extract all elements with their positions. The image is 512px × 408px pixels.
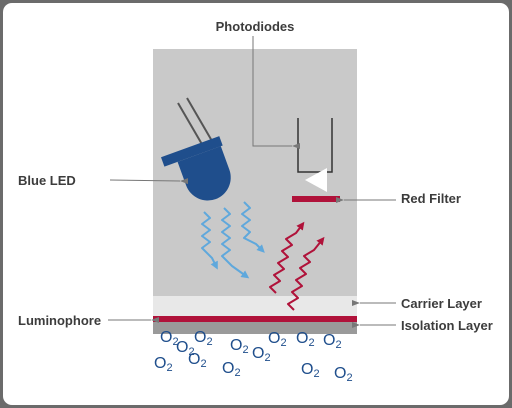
oxygen-molecule: O2 — [188, 351, 207, 370]
oxygen-molecule: O2 — [194, 329, 213, 348]
isolation-layer — [153, 322, 357, 334]
blue-light-waves — [201, 201, 265, 279]
label-red-filter: Red Filter — [401, 191, 461, 206]
oxygen-molecule: O2 — [252, 345, 271, 364]
red-light-waves — [269, 221, 325, 311]
label-blue-led: Blue LED — [18, 173, 76, 188]
carrier-layer — [153, 296, 357, 316]
oxygen-molecule: O2 — [296, 330, 315, 349]
leader-lines — [108, 36, 396, 328]
oxygen-molecule: O2 — [222, 360, 241, 379]
label-carrier-layer: Carrier Layer — [401, 296, 482, 311]
oxygen-molecule: O2 — [230, 337, 249, 356]
oxygen-molecule: O2 — [268, 330, 287, 349]
oxygen-molecule: O2 — [154, 355, 173, 374]
blue-led — [160, 97, 231, 201]
oxygen-molecule: O2 — [323, 332, 342, 351]
oxygen-molecule: O2 — [301, 361, 320, 380]
oxygen-molecule: O2 — [334, 365, 353, 384]
label-isolation-layer: Isolation Layer — [401, 318, 493, 333]
label-photodiodes: Photodiodes — [216, 19, 295, 34]
luminophore-layer — [153, 316, 357, 322]
oxygen-molecule: O2 — [160, 329, 179, 348]
red-filter — [292, 196, 340, 202]
oxygen-molecule: O2 — [176, 339, 195, 358]
label-luminophore: Luminophore — [18, 313, 101, 328]
